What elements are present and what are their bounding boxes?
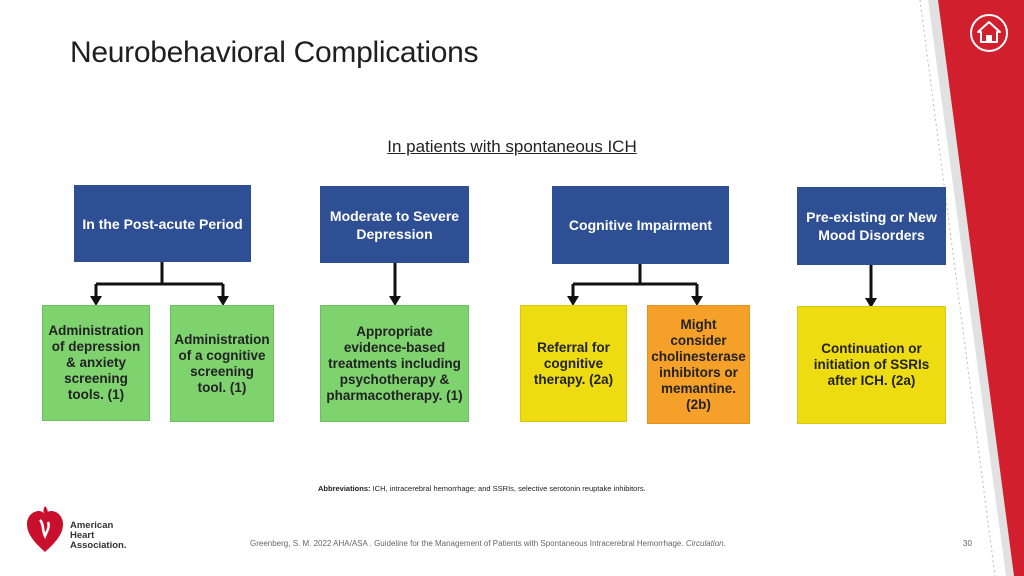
abbreviations-label: Abbreviations:: [318, 484, 371, 493]
abbreviations-note: Abbreviations: ICH, intracerebral hemorr…: [318, 484, 646, 493]
recommendation-cholinesterase-inhibitors: Might consider cholinesterase inhibitors…: [647, 305, 750, 424]
recommendation-depression-anxiety-screening: Administration of depression & anxiety s…: [42, 305, 150, 421]
recommendation-cognitive-therapy-referral: Referral for cognitive therapy. (2a): [520, 305, 627, 422]
citation: Greenberg, S. M. 2022 AHA/ASA . Guidelin…: [250, 539, 726, 548]
red-accent-band: [938, 0, 1024, 576]
heart-torch-logo-icon: [27, 506, 63, 552]
header-post-acute-period: In the Post-acute Period: [74, 185, 251, 262]
dotted-edge-line: [919, 0, 996, 576]
header-mood-disorders: Pre-existing or New Mood Disorders: [797, 187, 946, 265]
connector-arrowheads: [90, 296, 877, 308]
recommendation-ssri-continuation: Continuation or initiation of SSRIs afte…: [797, 306, 946, 424]
header-cognitive-impairment: Cognitive Impairment: [552, 186, 729, 264]
logo-line-2: Heart: [70, 530, 95, 541]
citation-text: Greenberg, S. M. 2022 AHA/ASA . Guidelin…: [250, 539, 686, 548]
citation-journal: Circulation.: [685, 539, 726, 548]
logo-line-1: American: [70, 520, 114, 531]
page-number: 30: [963, 539, 972, 548]
connector-lines: [94, 262, 873, 300]
logo-line-3: Association.: [70, 540, 127, 551]
aha-logo: [24, 500, 66, 556]
abbreviations-text: ICH, intracerebral hemorrhage; and SSRIs…: [370, 484, 646, 493]
recommendation-cognitive-screening: Administration of a cognitive screening …: [170, 305, 274, 422]
home-button[interactable]: [968, 12, 1010, 54]
slide-subtitle: In patients with spontaneous ICH: [0, 137, 1024, 157]
header-moderate-severe-depression: Moderate to Severe Depression: [320, 186, 469, 263]
subtitle-text: In patients with spontaneous ICH: [387, 137, 637, 156]
slide-title: Neurobehavioral Complications: [70, 36, 479, 69]
home-icon: [970, 14, 1008, 52]
recommendation-evidence-based-treatments: Appropriate evidence-based treatments in…: [320, 305, 469, 422]
aha-logo-text: American Heart Association.: [70, 521, 127, 551]
